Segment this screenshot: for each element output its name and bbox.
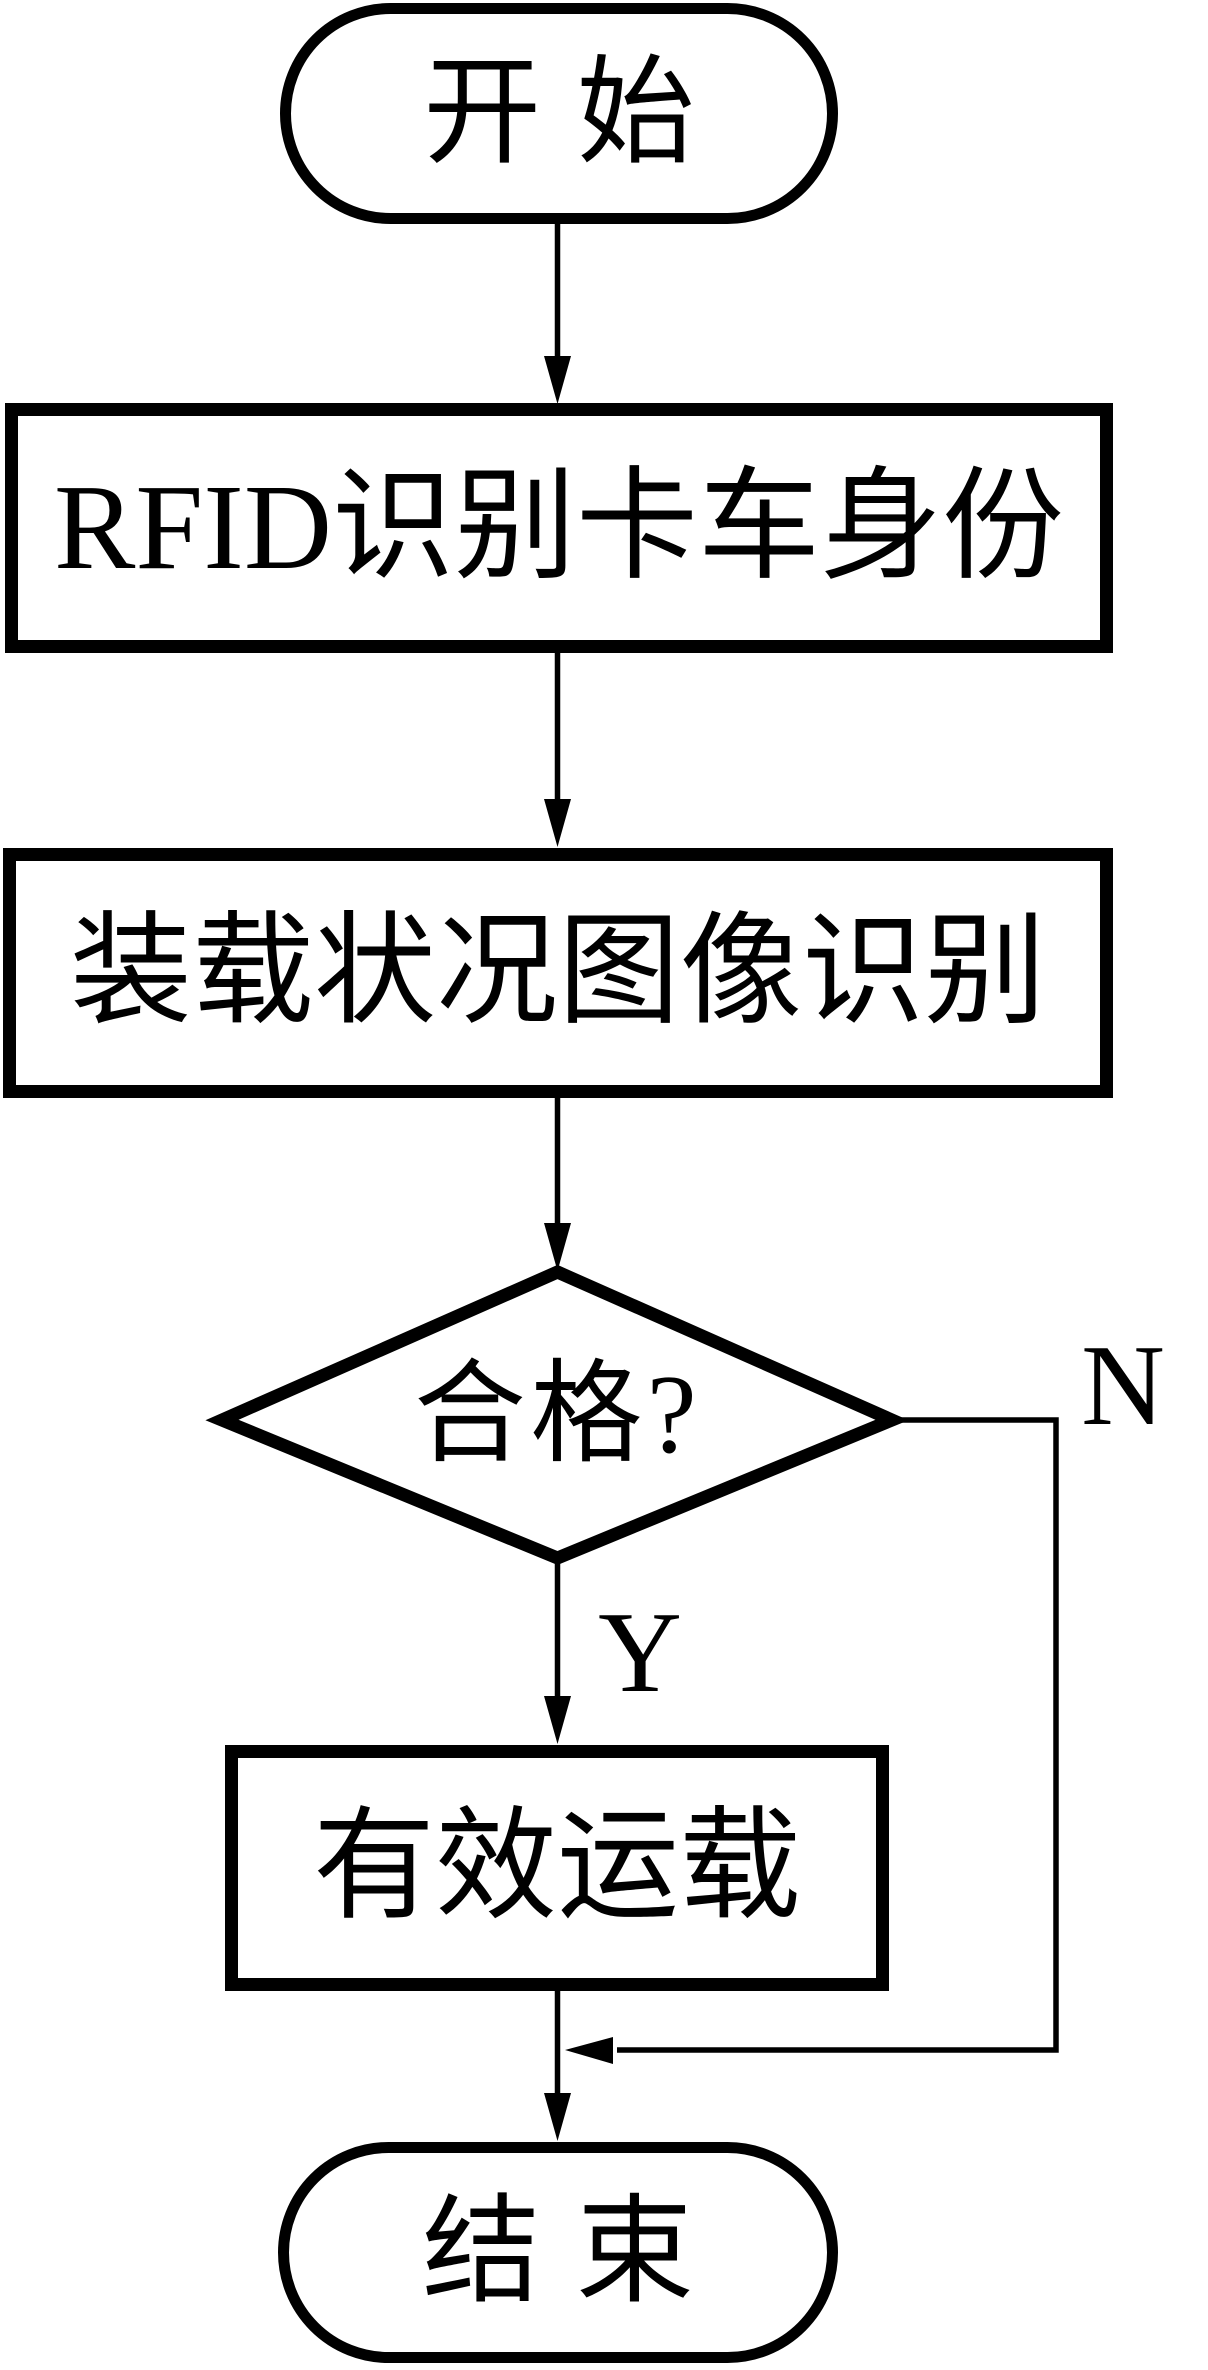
decision-diamond-shape [205, 1264, 909, 1566]
arrowhead-into-valid [544, 1696, 571, 1744]
arrowhead-into-end [544, 2093, 571, 2141]
arrowhead-into-image [544, 799, 571, 847]
node-end: 结束 [278, 2142, 838, 2363]
arrowhead-into-rfid [544, 356, 571, 404]
node-rfid-identify-label: RFID识别卡车身份 [54, 460, 1064, 595]
node-valid-transport: 有效运载 [225, 1745, 889, 1991]
edge-decision-no-loop [617, 1417, 1059, 2053]
node-valid-transport-label: 有效运载 [313, 1800, 801, 1935]
branch-label-yes: Y [598, 1588, 682, 1717]
node-start: 开始 [280, 3, 838, 224]
node-rfid-identify: RFID识别卡车身份 [5, 403, 1113, 653]
node-end-label: 结束 [422, 2186, 730, 2318]
node-start-label: 开始 [423, 47, 731, 179]
node-image-recognition-label: 装载状况图像识别 [70, 905, 1046, 1040]
arrowhead-into-decision [544, 1223, 571, 1271]
node-decision-label: 合格? [413, 1353, 702, 1477]
node-image-recognition: 装载状况图像识别 [3, 848, 1113, 1098]
arrowhead-no-merge [565, 2037, 613, 2064]
node-decision: 合格? [240, 1285, 875, 1545]
branch-label-no: N [1081, 1321, 1165, 1450]
